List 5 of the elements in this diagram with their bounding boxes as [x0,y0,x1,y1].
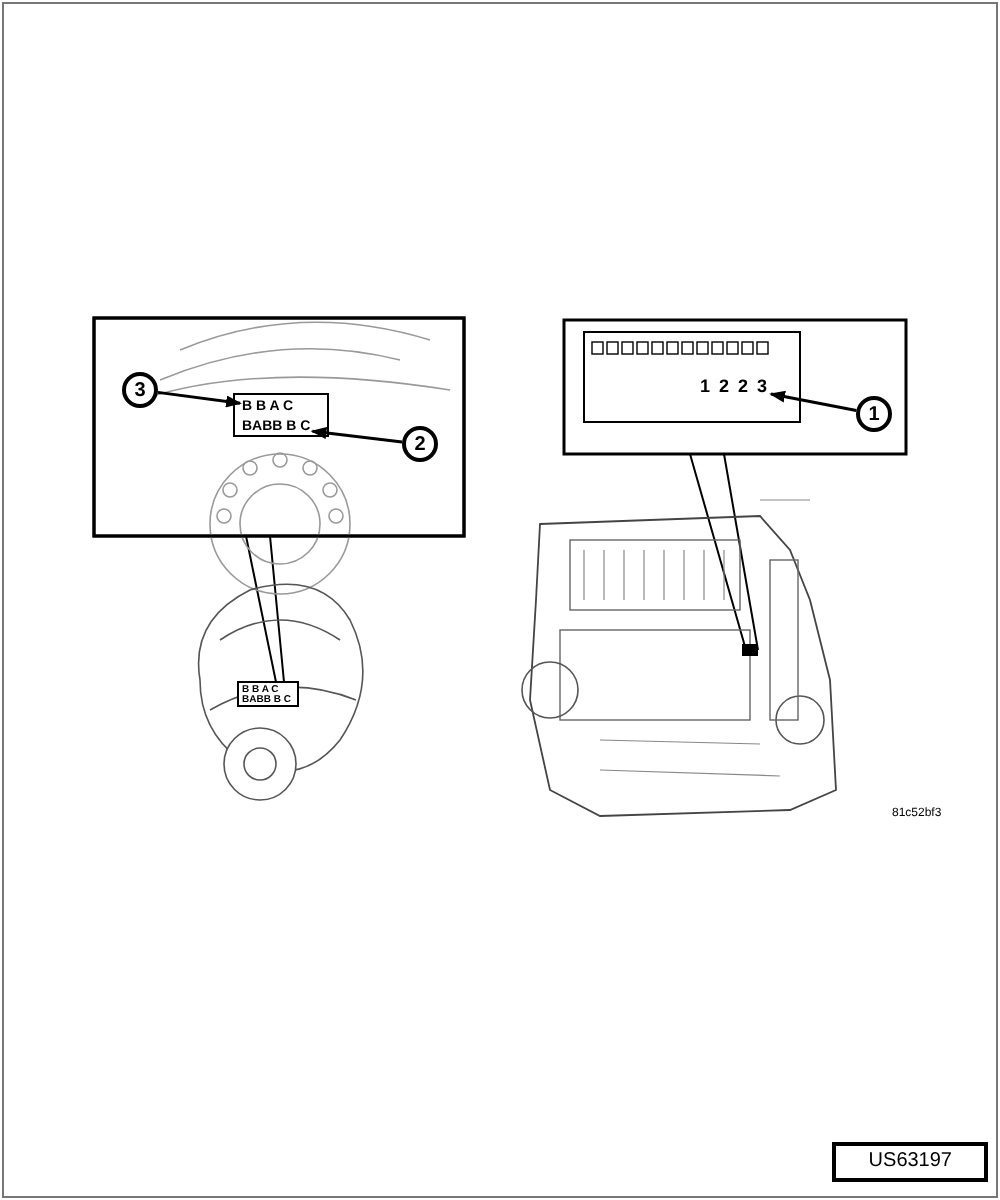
arrow [157,390,242,408]
arrow [310,426,403,444]
arrow [769,390,857,413]
figure-number: US63197 [832,1142,988,1182]
code-text: 1 2 2 3 [700,378,770,396]
